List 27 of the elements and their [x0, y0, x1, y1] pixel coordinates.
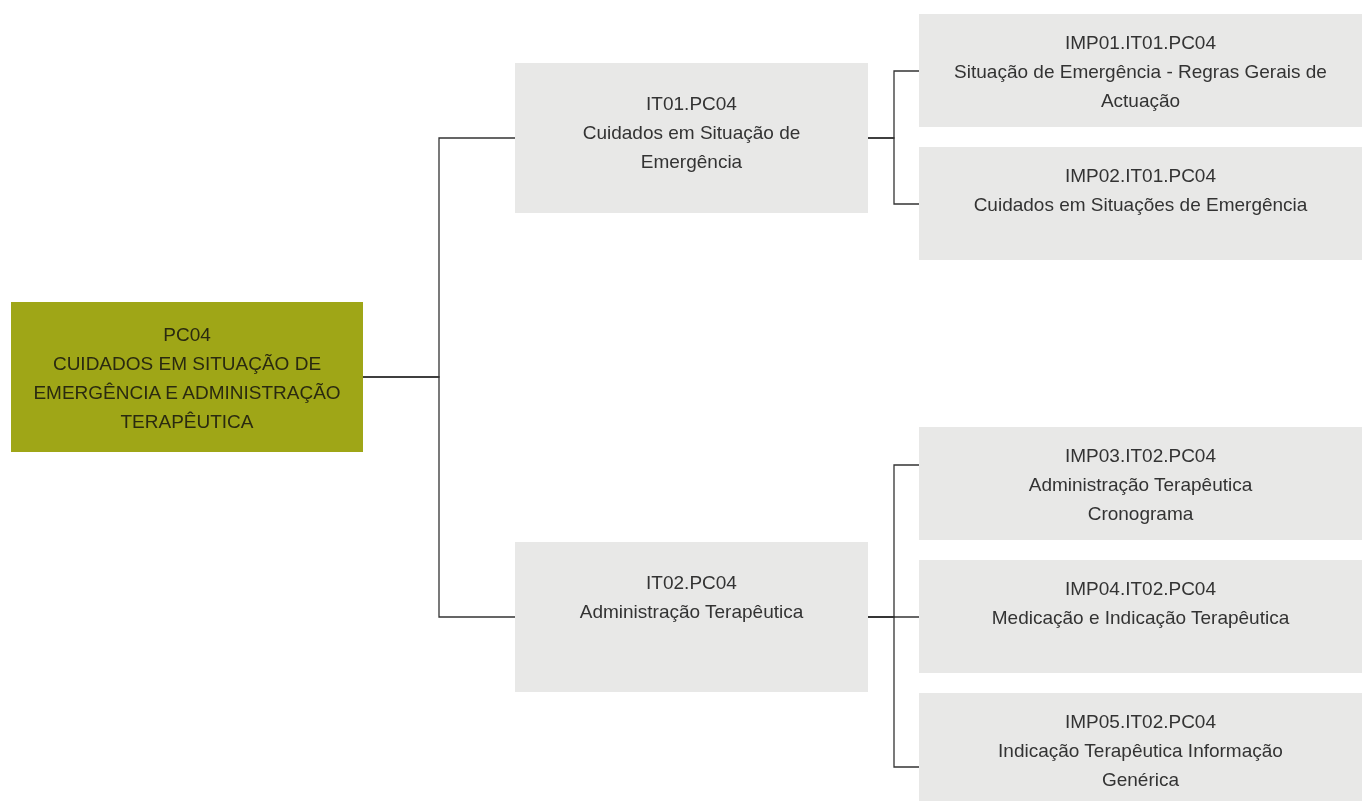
- document-title: CUIDADOS EM SITUAÇÃO DE EMERGÊNCIA E ADMINISTRAÇÃO TERAPÊUTICA: [32, 352, 342, 434]
- document-code: IT02.PC04: [646, 571, 737, 595]
- document-box: [919, 14, 1362, 127]
- document-box: [515, 542, 868, 692]
- document-code: IT01.PC04: [646, 92, 737, 116]
- document-code: IMP05.IT02.PC04: [1065, 710, 1216, 734]
- document-box: [919, 427, 1362, 540]
- connector-line: [867, 137, 920, 205]
- document-title: Cuidados em Situações de Emergência: [973, 193, 1308, 217]
- document-code: IMP01.IT01.PC04: [1065, 31, 1216, 55]
- connector-line: [362, 376, 516, 618]
- document-title: Situação de Emergência - Regras Gerais de Actuação: [953, 60, 1328, 113]
- document-box: [919, 693, 1362, 801]
- document-box: [919, 560, 1362, 673]
- document-code: IMP02.IT01.PC04: [1065, 164, 1216, 188]
- document-code: IMP03.IT02.PC04: [1065, 444, 1216, 468]
- document-title: Indicação Terapêutica Informação Genérica: [997, 739, 1284, 792]
- document-title: Administração Terapêutica: [579, 600, 804, 624]
- document-title: Cuidados em Situação de Emergência: [581, 121, 802, 174]
- root-box: [11, 302, 363, 452]
- connector-line: [867, 616, 920, 768]
- document-code: PC04: [163, 323, 211, 347]
- document-title: Medicação e Indicação Terapêutica: [991, 606, 1290, 630]
- document-title: Administração Terapêutica Cronograma: [1027, 473, 1254, 526]
- document-box: [919, 147, 1362, 260]
- document-code: IMP04.IT02.PC04: [1065, 577, 1216, 601]
- document-box: [515, 63, 868, 213]
